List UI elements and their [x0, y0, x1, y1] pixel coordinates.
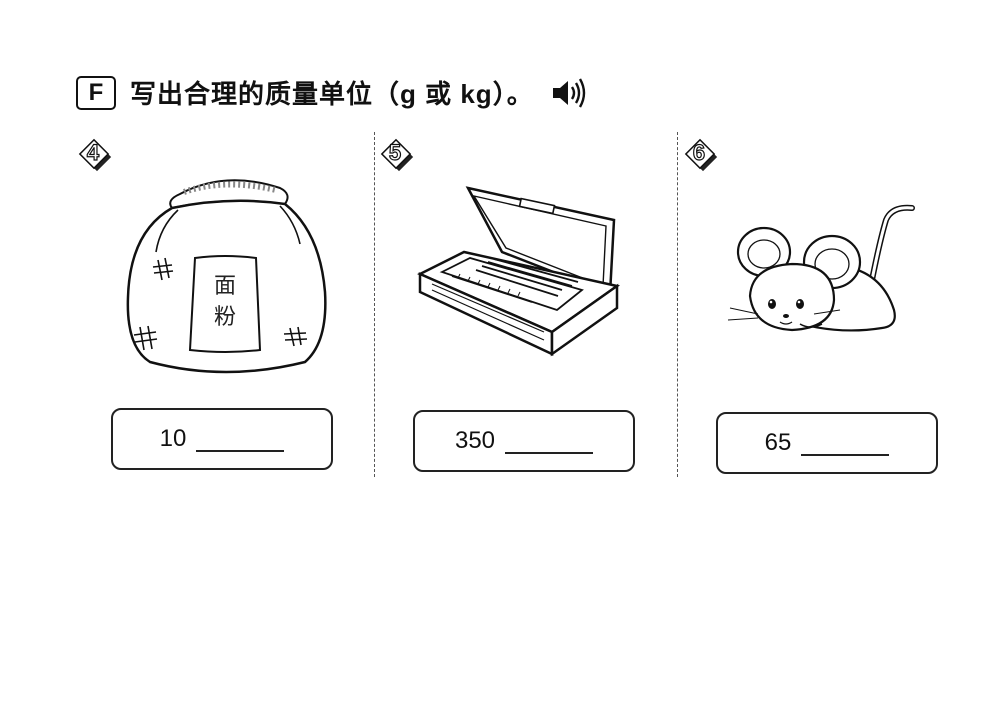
answer-box: 65	[716, 412, 938, 474]
instruction-units: g 或 kg	[400, 79, 493, 109]
instruction-header: F 写出合理的质量单位（g 或 kg）。	[76, 74, 586, 111]
question-number: 5	[388, 139, 402, 165]
unit-answer-input[interactable]	[801, 430, 890, 456]
pencil-case-icon	[412, 182, 622, 366]
flour-label-line2: 粉	[214, 305, 236, 330]
answer-value: 350	[454, 427, 496, 454]
section-label: F	[76, 75, 116, 110]
flour-sack-icon: 面 粉	[120, 172, 330, 396]
speaker-icon[interactable]	[550, 76, 586, 110]
answer-value: 65	[764, 429, 792, 456]
answer-box: 350	[413, 410, 635, 472]
answer-value: 10	[159, 425, 187, 452]
instruction-suffix: ）。	[492, 80, 534, 110]
question-number: 4	[86, 139, 100, 165]
column-divider	[374, 132, 375, 477]
mouse-icon	[722, 200, 922, 344]
instruction-text: 写出合理的质量单位（g 或 kg）。	[130, 74, 534, 111]
question-number-badge: 6	[684, 138, 718, 172]
question-number-badge: 4	[78, 138, 112, 172]
question-number-badge: 5	[380, 138, 414, 172]
unit-answer-input[interactable]	[196, 426, 285, 452]
unit-answer-input[interactable]	[505, 428, 594, 454]
answer-box: 10	[111, 408, 333, 470]
column-divider	[677, 132, 678, 477]
question-number: 6	[692, 139, 706, 165]
flour-label-line1: 面	[214, 274, 236, 299]
instruction-prefix: 写出合理的质量单位（	[130, 80, 401, 110]
